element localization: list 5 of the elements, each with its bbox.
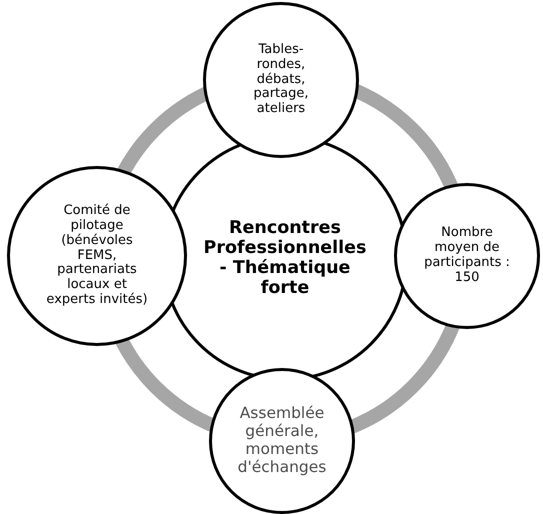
satellite-label: Nombre moyen de participants : 150 xyxy=(423,226,511,286)
satellite-label: Tables-rondes, débats, partage, ateliers xyxy=(252,42,310,118)
hub-title: Rencontres Professionnelles - Thématique forte xyxy=(202,218,368,298)
satellite-label: Comité de pilotage (bénévoles FEMS, partenariats locaux et experts invités) xyxy=(45,204,149,308)
satellite-label: Assemblée générale, moments d'échanges xyxy=(236,405,328,477)
